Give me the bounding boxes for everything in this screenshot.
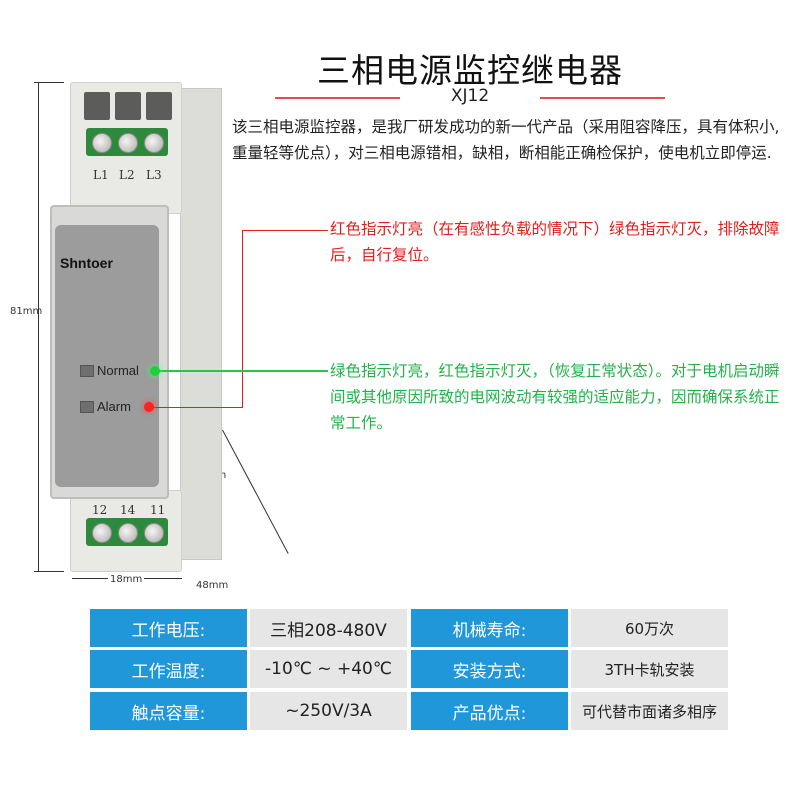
alarm-led-label: Alarm: [97, 399, 131, 414]
normal-led-icon: [80, 365, 94, 377]
brand-logo: Shntoer: [60, 255, 113, 271]
page-title: 三相电源监控继电器: [317, 51, 623, 90]
alarm-led-icon: [80, 401, 94, 413]
red-led-note: 红色指示灯亮（在有感性负载的情况下）绿色指示灯灭，排除故障后，自行复位。: [330, 220, 780, 264]
terminal-label-l2: L2: [119, 168, 135, 182]
product-description: 该三相电源监控器，是我厂研发成功的新一代产品（采用阻容降压，具有体积小,重量轻等…: [232, 118, 780, 162]
terminal-label-l1: L1: [93, 168, 109, 182]
terminal-label-14: 14: [120, 503, 136, 517]
spec-value-lifetime: 60万次: [571, 609, 728, 647]
red-pointer-line-vertical: [242, 230, 243, 408]
device-front-panel: [55, 225, 159, 487]
device-side-panel: [180, 88, 222, 560]
wire-slot: [115, 92, 141, 120]
screw-icon: [118, 523, 138, 543]
side-dimension-label: 48mm: [196, 580, 229, 591]
spec-key-advantage: 产品优点:: [411, 692, 568, 730]
wire-slot: [146, 92, 172, 120]
normal-led-label: Normal: [97, 363, 139, 378]
height-dimension-line: [38, 82, 39, 572]
spec-value-voltage: 三相208-480V: [250, 609, 407, 647]
screw-icon: [144, 133, 164, 153]
spec-value-contact-capacity: ~250V/3A: [250, 692, 407, 730]
spec-value-advantage: 可代替市面诸多相序: [571, 692, 728, 730]
spec-key-voltage: 工作电压:: [90, 609, 247, 647]
alarm-led-glow-icon: [144, 402, 154, 412]
screw-icon: [92, 133, 112, 153]
spec-value-temperature: -10℃ ~ +40℃: [250, 650, 407, 688]
terminal-label-l3: L3: [146, 168, 162, 182]
wire-slot: [84, 92, 110, 120]
terminal-label-12: 12: [92, 503, 108, 517]
height-dimension-label: 81mm: [10, 306, 43, 317]
green-led-note: 绿色指示灯亮，红色指示灯灭，（恢复正常状态）。对于电机启动瞬间或其他原因所致的电…: [330, 362, 780, 432]
title-underline-right: [540, 97, 665, 99]
spec-key-temperature: 工作温度:: [90, 650, 247, 688]
title-underline-left: [275, 97, 400, 99]
depth-dimension-line: [222, 429, 289, 554]
spec-key-lifetime: 机械寿命:: [411, 609, 568, 647]
green-pointer-line: [152, 370, 328, 372]
red-pointer-line-top: [242, 230, 328, 231]
spec-key-installation: 安装方式:: [411, 650, 568, 688]
screw-icon: [92, 523, 112, 543]
terminal-label-11: 11: [150, 503, 166, 517]
width-dimension-label: 18mm: [108, 574, 145, 585]
normal-led-glow-icon: [150, 366, 160, 376]
spec-value-installation: 3TH卡轨安装: [571, 650, 728, 688]
height-dim-tick-top: [34, 82, 64, 83]
screw-icon: [144, 523, 164, 543]
red-pointer-line-bottom: [150, 407, 242, 408]
model-number: XJ12: [450, 86, 490, 106]
height-dim-tick-bottom: [34, 571, 64, 572]
spec-key-contact-capacity: 触点容量:: [90, 692, 247, 730]
screw-icon: [118, 133, 138, 153]
